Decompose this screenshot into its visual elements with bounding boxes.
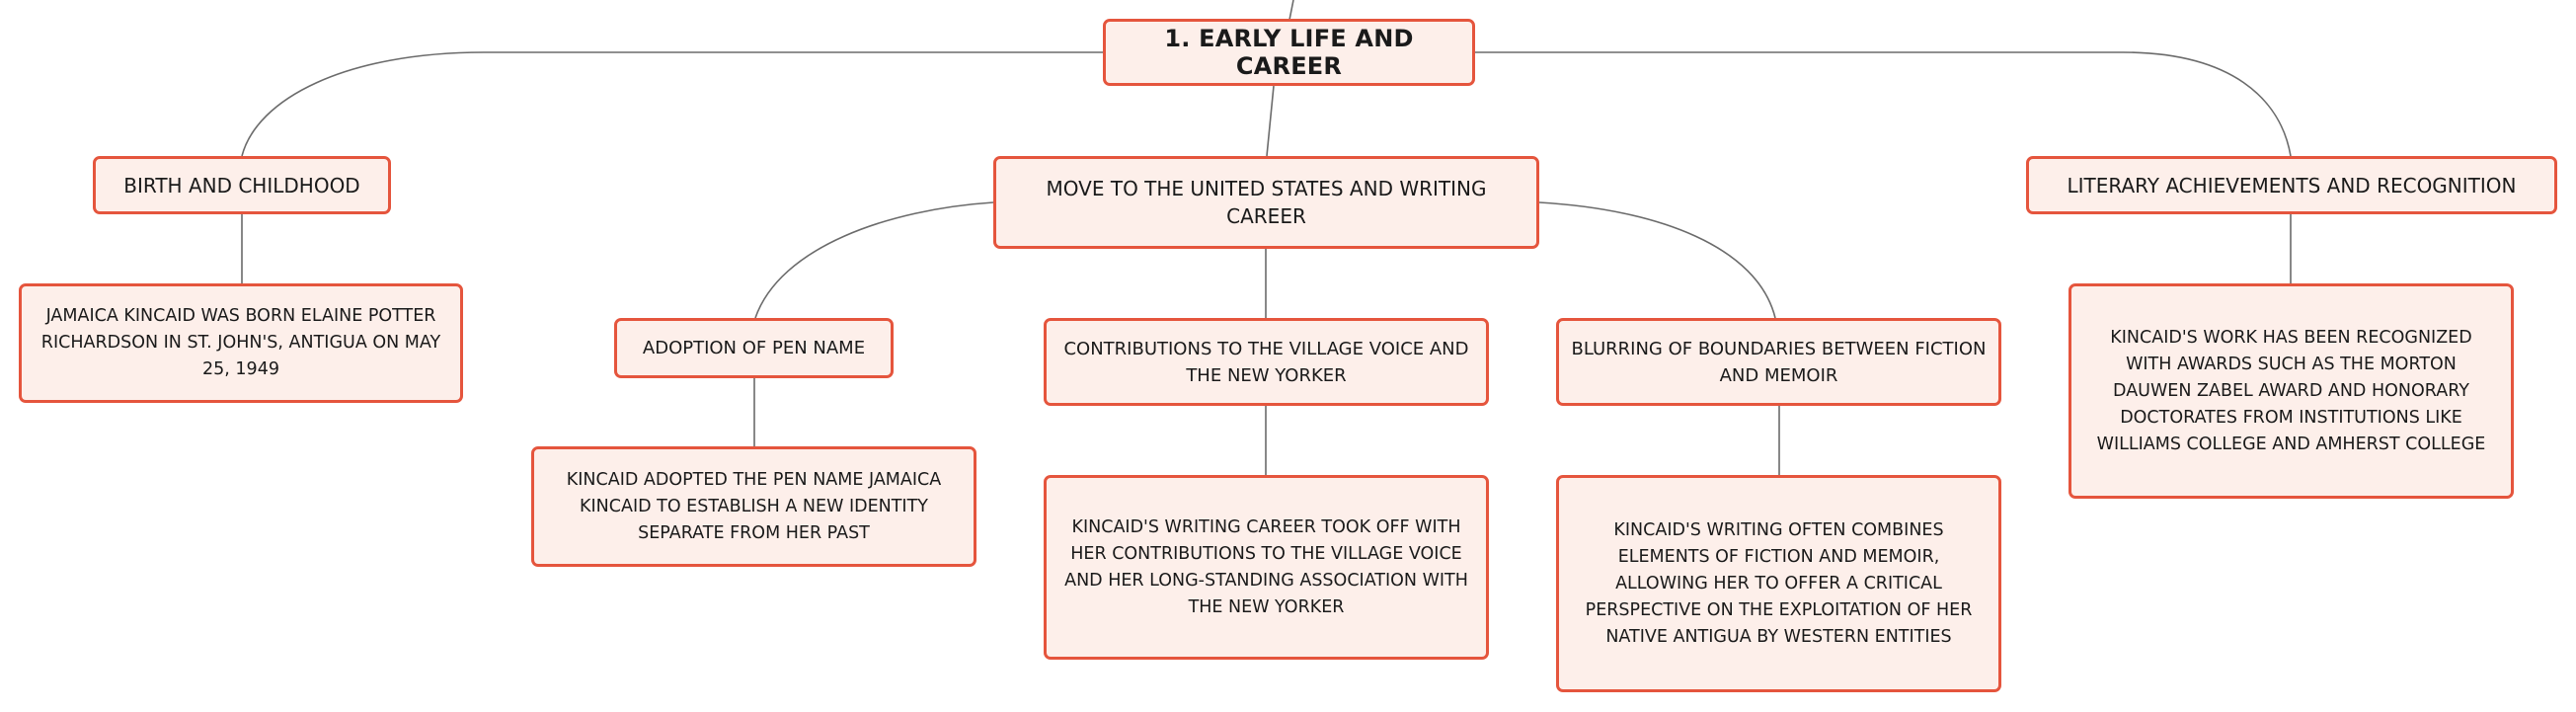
detail-birth[interactable]: Jamaica Kincaid was born Elaine Potter R… [19,283,463,403]
subtopic-village-voice-new-yorker[interactable]: Contributions to The Village Voice and T… [1044,318,1489,406]
topic-literary-achievements[interactable]: Literary Achievements and Recognition [2026,156,2557,214]
topic-literary-achievements-label: Literary Achievements and Recognition [2067,173,2517,198]
connector-move-to-pen-name [754,201,994,319]
detail-village-voice-text: Kincaid's writing career took off with h… [1064,516,1468,617]
topic-birth-and-childhood[interactable]: Birth and Childhood [93,156,391,214]
detail-fiction-memoir-text: Kincaid's writing often combines element… [1585,519,1973,647]
connector-root-to-birth [241,51,1103,157]
connector-root-incoming [1288,0,1294,21]
subtopic-adoption-of-pen-name[interactable]: Adoption of Pen Name [614,318,894,378]
topic-move-to-united-states[interactable]: Move to the United States and Writing Ca… [993,156,1539,249]
topic-move-to-united-states-label: Move to the United States and Writing Ca… [1046,177,1487,228]
subtopic-adoption-of-pen-name-label: Adoption of Pen Name [642,338,866,358]
detail-birth-text: Jamaica Kincaid was born Elaine Potter R… [40,306,441,379]
subtopic-fiction-and-memoir-label: Blurring of Boundaries between Fiction a… [1571,338,1987,386]
root-topic[interactable]: 1. Early Life and Career [1103,19,1475,86]
topic-birth-and-childhood-label: Birth and Childhood [123,173,360,198]
detail-fiction-memoir[interactable]: Kincaid's writing often combines element… [1556,475,2001,692]
subtopic-village-voice-new-yorker-label: Contributions to The Village Voice and T… [1063,338,1469,386]
detail-pen-name-text: Kincaid adopted the pen name Jamaica Kin… [566,469,942,543]
detail-achievements[interactable]: Kincaid's work has been recognized with … [2069,283,2514,499]
root-topic-label: 1. Early Life and Career [1164,25,1414,80]
subtopic-fiction-and-memoir[interactable]: Blurring of Boundaries between Fiction a… [1556,318,2001,406]
connector-root-to-move [1266,85,1275,157]
detail-village-voice[interactable]: Kincaid's writing career took off with h… [1044,475,1489,660]
detail-pen-name[interactable]: Kincaid adopted the pen name Jamaica Kin… [531,446,976,567]
detail-achievements-text: Kincaid's work has been recognized with … [2096,327,2486,454]
connector-root-to-achievements [1475,51,2292,157]
connector-move-to-fiction-memoir [1538,201,1776,319]
